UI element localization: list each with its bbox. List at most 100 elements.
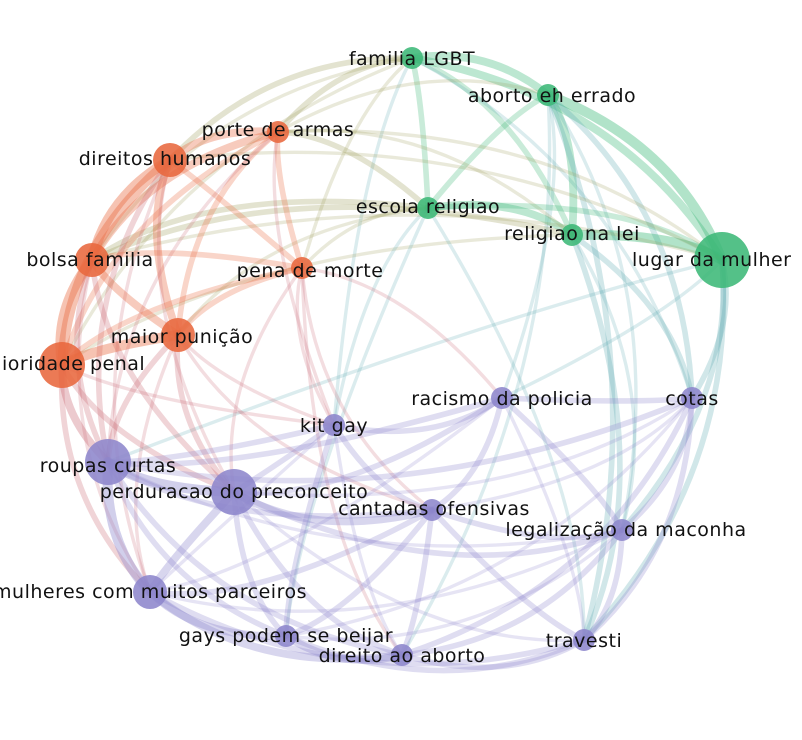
- node-label-porte_armas: porte de armas: [202, 119, 355, 141]
- node-religiao_lei: [561, 224, 583, 246]
- node-label-bolsa_familia: bolsa familia: [26, 249, 153, 271]
- edge-gays_beijar-travesti: [283, 633, 587, 674]
- edge-porte_armas-maior_punicao: [175, 129, 281, 338]
- edge-aborto_errado-maconha: [546, 93, 638, 532]
- edge-lugar_mulher-direitos_humanos: [168, 150, 724, 262]
- node-label-travesti: travesti: [546, 630, 622, 652]
- node-label-gays_beijar: gays podem se beijar: [179, 625, 393, 647]
- edge-cantadas-travesti: [429, 507, 587, 643]
- edge-cotas-direito_aborto: [399, 395, 695, 658]
- edge-racismo_policia-perduracao: [231, 395, 505, 496]
- node-bolsa_familia: [75, 243, 109, 277]
- edge-kit_gay-direito_aborto: [332, 423, 404, 657]
- edge-escola_religiao-lugar_mulher: [425, 202, 725, 263]
- edge-racismo_policia-cantadas: [429, 395, 505, 513]
- edge-porte_armas-bolsa_familia: [88, 128, 282, 264]
- edge-aborto_errado-porte_armas: [276, 79, 550, 134]
- edge-aborto_errado-escola_religiao: [425, 92, 551, 211]
- edge-religiao_lei-bolsa_familia: [89, 204, 575, 263]
- edge-direito_aborto-travesti: [399, 637, 587, 671]
- edge-pena_morte-racismo_policia: [300, 266, 504, 400]
- node-gays_beijar: [275, 625, 297, 647]
- edge-mulheres_parceiros-travesti: [147, 589, 587, 667]
- node-familia_lgbt: [401, 47, 423, 69]
- edge-familia_lgbt-porte_armas: [275, 55, 415, 135]
- edge-bolsa_familia-pena_morte: [89, 250, 305, 271]
- edge-racismo_policia-cotas: [499, 395, 695, 404]
- edge-mulheres_parceiros-direito_aborto: [146, 588, 406, 663]
- edge-aborto_errado-racismo_policia: [500, 93, 557, 400]
- edge-kit_gay-gays_beijar: [283, 422, 337, 639]
- edge-perduracao-travesti: [232, 490, 586, 643]
- edge-pena_morte-direito_aborto: [300, 266, 404, 657]
- node-label-lugar_mulher: lugar da mulher: [632, 249, 792, 271]
- edge-cotas-gays_beijar: [284, 396, 694, 638]
- node-porte_armas: [267, 121, 289, 143]
- edge-cotas-maconha: [619, 395, 695, 533]
- edge-escola_religiao-gays_beijar: [284, 206, 430, 638]
- edge-roupas_curtas-gays_beijar: [105, 459, 289, 639]
- node-label-roupas_curtas: roupas curtas: [40, 455, 177, 477]
- nodes-layer: [39, 47, 750, 666]
- node-label-mulheres_parceiros: mulheres com muitos parceiros: [0, 581, 307, 603]
- node-lugar_mulher: [694, 232, 750, 288]
- edge-kit_gay-cantadas: [331, 422, 435, 513]
- edge-maconha-direito_aborto: [399, 527, 625, 658]
- edge-cotas-perduracao: [232, 396, 694, 498]
- edge-familia_lgbt-escola_religiao: [409, 55, 431, 211]
- edge-maioridade_penal-mulheres_parceiros: [58, 362, 153, 595]
- edge-racismo_policia-maconha: [499, 395, 625, 533]
- edge-porte_armas-kit_gay: [272, 130, 336, 427]
- edge-racismo_policia-kit_gay: [331, 395, 505, 435]
- edge-maioridade_penal-kit_gay: [60, 363, 336, 427]
- node-maior_punicao: [161, 318, 195, 352]
- edge-familia_lgbt-cotas: [410, 56, 694, 400]
- edge-escola_religiao-travesti: [426, 206, 586, 642]
- edge-familia_lgbt-direitos_humanos: [167, 55, 415, 163]
- edge-lugar_mulher-porte_armas: [276, 129, 724, 262]
- node-label-perduracao: perduracao do preconceito: [100, 481, 369, 503]
- edge-roupas_curtas-direito_aborto: [105, 459, 405, 658]
- edge-religiao_lei-escola_religiao: [424, 200, 576, 239]
- edge-pena_morte-perduracao: [229, 266, 304, 494]
- edge-cantadas-gays_beijar: [283, 507, 435, 639]
- node-label-escola_religiao: escola religiao: [356, 196, 500, 218]
- edge-religiao_lei-cotas: [569, 232, 695, 401]
- node-label-cantadas: cantadas ofensivas: [338, 498, 530, 520]
- node-mulheres_parceiros: [133, 575, 167, 609]
- edge-cantadas-mulheres_parceiros: [147, 507, 435, 597]
- node-aborto_errado: [537, 84, 559, 106]
- node-cotas: [681, 387, 703, 409]
- node-label-religiao_lei: religiao na lei: [504, 223, 640, 245]
- edge-maior_punicao-cantadas: [176, 333, 434, 512]
- edge-cotas-travesti: [581, 395, 695, 643]
- node-label-cotas: cotas: [665, 388, 719, 410]
- edge-familia_lgbt-pena_morte: [300, 56, 414, 270]
- node-roupas_curtas: [85, 439, 131, 485]
- edge-escola_religiao-porte_armas: [275, 129, 431, 211]
- edge-pena_morte-kit_gay: [295, 266, 336, 427]
- node-label-aborto_errado: aborto eh errado: [468, 85, 636, 107]
- edge-cotas-roupas_curtas: [105, 395, 695, 484]
- node-direitos_humanos: [153, 143, 187, 177]
- edge-cotas-cantadas: [430, 396, 694, 512]
- edge-lugar_mulher-bolsa_familia: [90, 213, 724, 262]
- edge-escola_religiao-kit_gay: [332, 206, 430, 427]
- edge-aborto_errado-travesti: [545, 92, 616, 643]
- edge-aborto_errado-lugar_mulher: [543, 90, 727, 265]
- edge-religiao_lei-travesti: [569, 232, 623, 643]
- node-direito_aborto: [391, 644, 413, 666]
- edge-maconha-travesti: [581, 527, 625, 643]
- edge-racismo_policia-roupas_curtas: [105, 395, 505, 468]
- edge-direitos_humanos-maior_punicao: [152, 156, 182, 339]
- node-escola_religiao: [417, 197, 439, 219]
- edge-familia_lgbt-maioridade_penal: [60, 56, 414, 367]
- edge-pena_morte-cantadas: [300, 266, 434, 512]
- edge-maconha-gays_beijar: [284, 528, 624, 641]
- edge-familia_lgbt-kit_gay: [332, 56, 414, 427]
- edge-perduracao-maconha: [231, 489, 625, 559]
- edge-cantadas-maconha: [429, 507, 625, 541]
- node-pena_morte: [291, 257, 313, 279]
- edge-religiao_lei-maioridade_penal: [60, 233, 574, 367]
- edge-porte_armas-roupas_curtas: [106, 130, 280, 464]
